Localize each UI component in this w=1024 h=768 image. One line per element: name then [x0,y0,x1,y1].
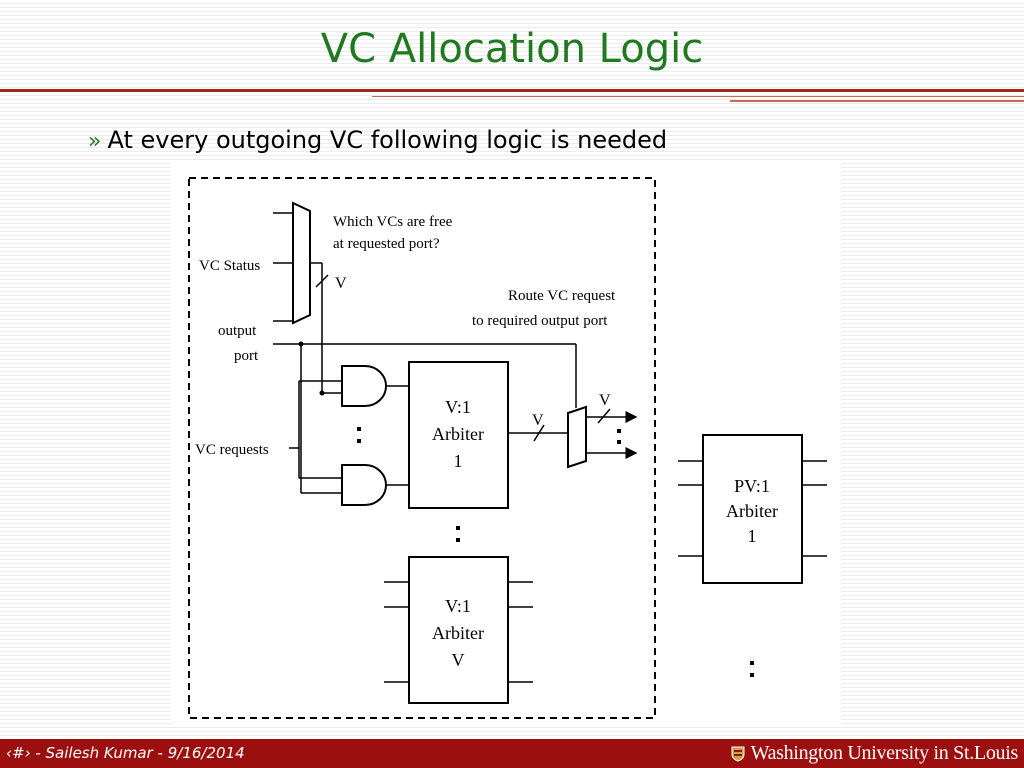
arbiter-top-line1: V:1 [445,397,471,417]
arbiter-bottom-line3: V [452,650,465,670]
pv-ellipsis-icon [750,661,754,677]
title-rule-thin [372,96,1024,97]
diagram-canvas: Which VCs are free at requested port? V … [188,177,827,719]
label-output-line1: output [218,323,257,339]
status-mux [273,201,329,393]
and-gate-1 [341,365,387,407]
bus-label-output: V [599,392,611,409]
arbiter-pv-line2: Arbiter [726,501,778,521]
bullet-text: At every outgoing VC following logic is … [107,126,668,154]
output-ellipsis-icon [617,429,621,444]
logo-text: Washington University in St.Louis [750,742,1019,764]
bus-label-arbiter: V [532,412,544,429]
note-free-line2: at requested port? [333,236,440,252]
bus-label-status: V [335,275,347,292]
arbiter-pv-ports [678,460,827,557]
arbiter-bottom-ports [384,581,533,683]
vc-allocation-diagram: Which VCs are free at requested port? V … [170,163,841,725]
shield-icon [731,746,745,762]
label-output-line2: port [234,348,259,364]
arbiter-top [408,361,509,509]
arbiter-top-line2: Arbiter [432,424,484,444]
bullet-marker: » [88,129,102,154]
arbiter-bottom-line2: Arbiter [432,623,484,643]
title-rule [0,89,1024,92]
gate-ellipsis-icon [357,427,361,443]
arbiter-pv [702,434,803,584]
label-vc-requests: VC requests [195,442,269,458]
slide-footer: ‹#› - Sailesh Kumar - 9/16/2014 Washingt… [0,739,1024,768]
label-vc-status: VC Status [199,258,260,274]
title-rule-accent [730,100,1024,102]
arbiter-bottom [408,556,509,704]
arbiter-pv-line1: PV:1 [734,476,770,496]
note-route-line2: to required output port [472,313,608,329]
university-logo: Washington University in St.Louis [731,742,1018,765]
arbiter-pv-line3: 1 [748,526,757,546]
arbiter-ellipsis-icon [456,526,460,542]
slide-title: VC Allocation Logic [320,26,704,72]
arbiter-top-line3: 1 [454,451,463,471]
dashed-boundary [188,177,656,719]
arbiter-bottom-line1: V:1 [445,596,471,616]
note-free-line1: Which VCs are free [333,214,453,230]
bullet-item: »At every outgoing VC following logic is… [88,126,667,154]
output-mux [567,405,587,469]
request-wiring [289,380,342,494]
footer-text: ‹#› - Sailesh Kumar - 9/16/2014 [6,744,245,762]
and-gate-2 [341,464,387,506]
note-route-line1: Route VC request [508,288,616,304]
